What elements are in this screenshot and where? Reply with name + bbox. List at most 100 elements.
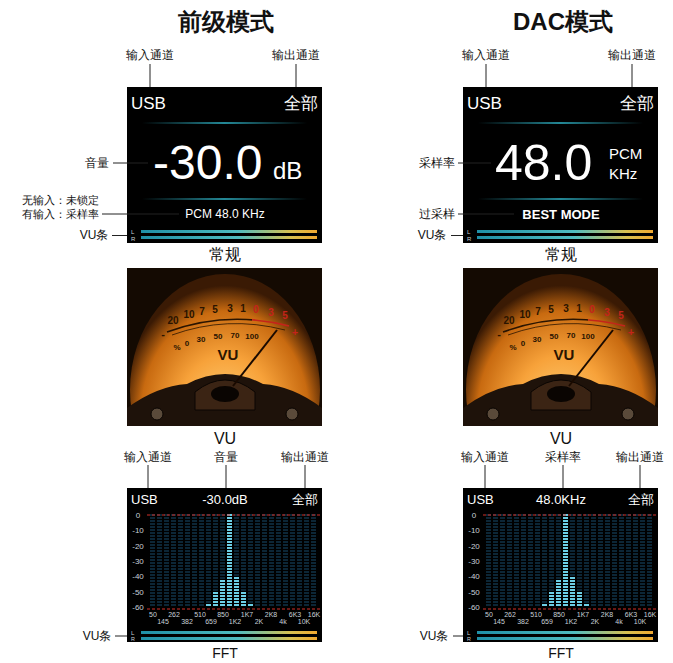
caption: 常规 bbox=[209, 247, 241, 263]
section-title: DAC模式 bbox=[513, 10, 613, 34]
screen-text: 510 bbox=[530, 611, 542, 618]
screen-text: 10K bbox=[634, 618, 646, 625]
screen-text: 20 bbox=[503, 316, 514, 326]
screen-text: KHz bbox=[609, 166, 637, 181]
screen-text: 5 bbox=[548, 305, 554, 315]
caption: FFT bbox=[548, 646, 574, 660]
screen-text: -30.0dB bbox=[202, 493, 248, 506]
screen-text: 1 bbox=[240, 304, 246, 314]
callout-label: 过采样 bbox=[419, 208, 455, 220]
caption: 常规 bbox=[545, 247, 577, 263]
vu-meter-screen: 20107531035-+%0305070100VU bbox=[127, 268, 322, 426]
callout-label: VU条 bbox=[80, 229, 109, 241]
screen-text: % bbox=[509, 344, 516, 352]
screen-text: 48.0 bbox=[495, 138, 592, 188]
screen-text: R bbox=[467, 637, 471, 642]
screen-text: -10 bbox=[468, 527, 480, 535]
screen-text: 全部 bbox=[292, 493, 318, 506]
callout-label: 采样率 bbox=[545, 451, 581, 463]
screen-text: 16K bbox=[308, 611, 320, 618]
callout-label: 输入通道 bbox=[462, 49, 510, 61]
screen-text: 4k bbox=[279, 618, 286, 625]
caption: VU bbox=[550, 431, 572, 447]
screen-text: -20 bbox=[468, 543, 480, 551]
screen-text: -30 bbox=[132, 558, 144, 566]
screen-text: R bbox=[131, 637, 135, 642]
callout-label: 无输入：未锁定 bbox=[22, 195, 99, 206]
screen-text: 382 bbox=[517, 618, 529, 625]
screen-text: -60 bbox=[132, 604, 144, 612]
screen-text: -10 bbox=[132, 527, 144, 535]
screen-text: L bbox=[131, 630, 134, 636]
callout-label: 输入通道 bbox=[124, 451, 172, 463]
screen-text: VU bbox=[554, 347, 575, 362]
screen-text: 50 bbox=[149, 611, 157, 618]
callout-label: 输出通道 bbox=[272, 49, 320, 61]
screen-text: 70 bbox=[231, 332, 240, 340]
callout-label: 有输入：采样率 bbox=[22, 209, 99, 220]
display-screen: USB全部48.0PCMKHzBEST MODELR bbox=[463, 87, 658, 243]
screen-text: 6K3 bbox=[625, 611, 637, 618]
screen-text: 659 bbox=[205, 618, 217, 625]
callout-label: 输出通道 bbox=[608, 49, 656, 61]
caption: FFT bbox=[212, 646, 238, 660]
screen-text: BEST MODE bbox=[522, 208, 599, 221]
callout-label: 音量 bbox=[214, 451, 238, 463]
screen-text: L bbox=[467, 229, 470, 235]
screen-text: 50 bbox=[485, 611, 493, 618]
screen-text: 0 bbox=[589, 305, 595, 315]
fft-screen: USB48.0KHz全部0-10-20-30-40-50-60502625108… bbox=[463, 488, 658, 642]
screen-text: 30 bbox=[197, 336, 206, 344]
screen-text: 2K8 bbox=[601, 611, 613, 618]
screen-text: 0 bbox=[253, 305, 259, 315]
screen-text: -20 bbox=[132, 543, 144, 551]
screen-text: 0 bbox=[472, 512, 476, 520]
screen-text: 30 bbox=[533, 336, 542, 344]
screen-text: 100 bbox=[245, 333, 258, 341]
callout-label: 输出通道 bbox=[281, 451, 329, 463]
screen-text: 5 bbox=[212, 305, 218, 315]
screen-text: 850 bbox=[217, 611, 229, 618]
screen-text: 0 bbox=[521, 340, 525, 348]
callout-label: 采样率 bbox=[419, 157, 455, 169]
screen-text: 50 bbox=[550, 333, 559, 341]
screen-text: 262 bbox=[504, 611, 516, 618]
screen-text: 850 bbox=[553, 611, 565, 618]
screen-text: 100 bbox=[581, 333, 594, 341]
screen-text: 145 bbox=[493, 618, 505, 625]
screen-text: 262 bbox=[168, 611, 180, 618]
screen-text: USB bbox=[131, 95, 166, 112]
screen-text: 1K2 bbox=[229, 618, 241, 625]
screen-text: 1K2 bbox=[565, 618, 577, 625]
screen-text: 145 bbox=[157, 618, 169, 625]
screen-text: 2K bbox=[255, 618, 264, 625]
caption: VU bbox=[214, 431, 236, 447]
screen-text: 2K bbox=[591, 618, 600, 625]
screen-text: + bbox=[628, 327, 634, 338]
callout-label: 输入通道 bbox=[461, 451, 509, 463]
screen-text: VU bbox=[218, 347, 239, 362]
screen-text: -30.0 bbox=[153, 139, 262, 187]
screen-text: USB bbox=[467, 493, 494, 506]
screen-text: L bbox=[131, 229, 134, 235]
display-screen: USB全部-30.0dBPCM 48.0 KHzLR bbox=[127, 87, 322, 243]
screen-text: -40 bbox=[468, 573, 480, 581]
screen-text: 1K7 bbox=[577, 611, 589, 618]
screen-text: 3 bbox=[227, 304, 233, 314]
screen-text: 382 bbox=[181, 618, 193, 625]
screen-text: 70 bbox=[567, 332, 576, 340]
screen-text: 1K7 bbox=[241, 611, 253, 618]
screen-text: dB bbox=[273, 159, 302, 183]
screen-text: 1 bbox=[576, 304, 582, 314]
screen-text: USB bbox=[131, 493, 158, 506]
screen-text: 20 bbox=[167, 316, 178, 326]
screen-text: 10K bbox=[298, 618, 310, 625]
screen-text: 7 bbox=[199, 307, 205, 317]
screen-text: 全部 bbox=[628, 493, 654, 506]
callout-label: VU条 bbox=[83, 630, 112, 642]
screen-text: 6K3 bbox=[289, 611, 301, 618]
screen-text: 510 bbox=[194, 611, 206, 618]
screen-text: - bbox=[161, 329, 165, 340]
callout-label: VU条 bbox=[420, 630, 449, 642]
